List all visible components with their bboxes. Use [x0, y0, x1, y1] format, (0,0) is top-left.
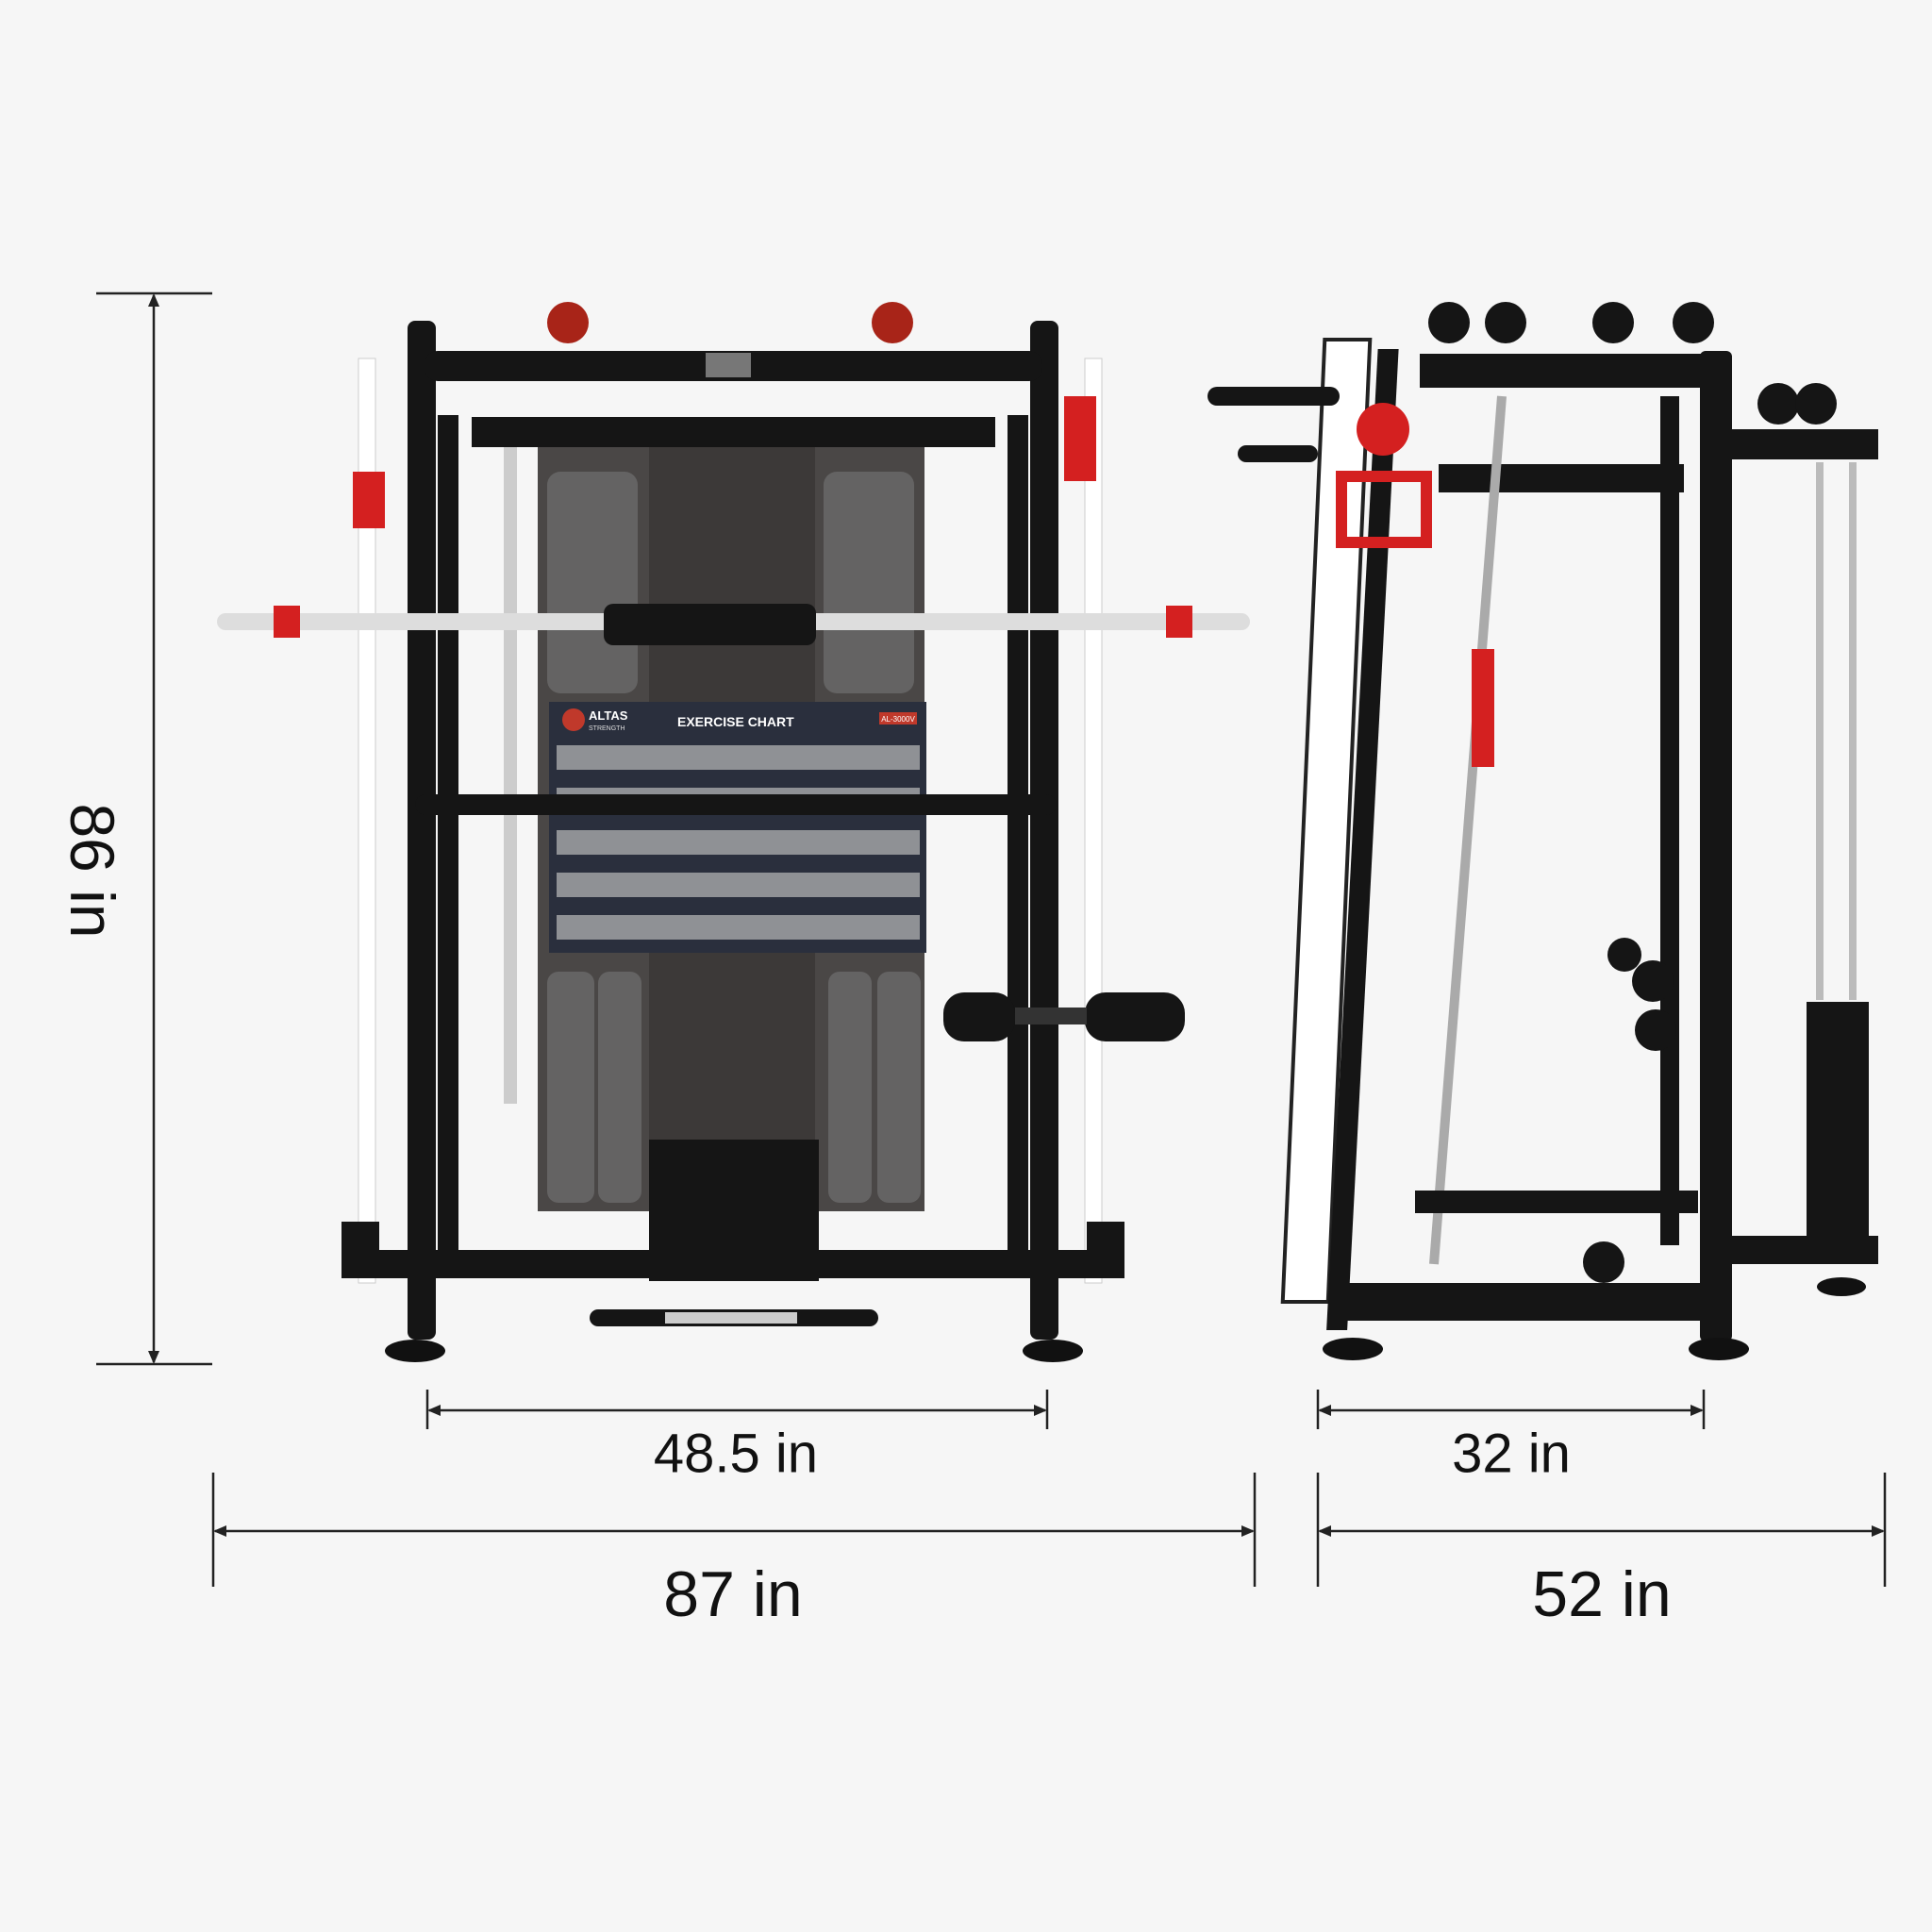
side-view-machine	[1208, 302, 1878, 1360]
front-view-machine: ALTAS STRENGTH EXERCISE CHART AL-3000V	[217, 302, 1250, 1362]
side-total-depth-label: 52 in	[1532, 1558, 1672, 1630]
arrowheads	[148, 293, 1885, 1537]
chart-brand: ALTAS	[589, 708, 628, 723]
front-total-width-label: 87 in	[663, 1558, 803, 1630]
chart-brand-sub: STRENGTH	[589, 725, 625, 732]
dimension-lines	[96, 291, 1887, 1587]
height-label: 86 in	[58, 803, 127, 939]
chart-model: AL-3000V	[881, 715, 915, 724]
exercise-chart: ALTAS STRENGTH EXERCISE CHART AL-3000V	[549, 702, 926, 953]
chart-title: EXERCISE CHART	[677, 714, 794, 729]
side-inner-depth-label: 32 in	[1452, 1423, 1571, 1485]
front-inner-width-label: 48.5 in	[653, 1423, 819, 1485]
